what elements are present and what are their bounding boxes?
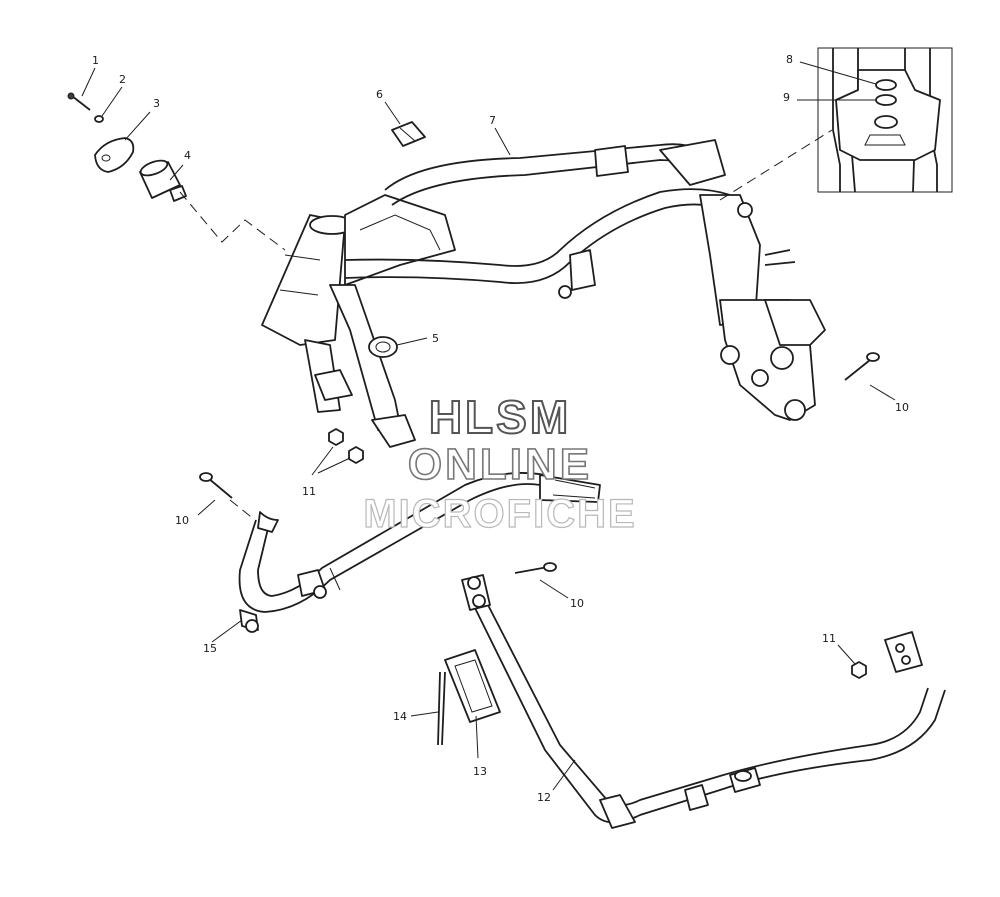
watermark-line-2: ONLINE — [407, 439, 593, 490]
callout-1: 1 — [92, 54, 99, 67]
callout-2: 2 — [119, 73, 126, 86]
callout-10-downtube: 10 — [175, 514, 189, 527]
watermark-line-1: HLSM — [428, 390, 572, 444]
callout-11-frame: 11 — [302, 485, 316, 498]
main-frame — [261, 139, 826, 448]
reference-lines — [179, 129, 833, 521]
lower-rail — [461, 574, 946, 829]
callout-6: 6 — [376, 88, 383, 101]
callout-11-rail: 11 — [822, 632, 836, 645]
watermark-line-3: MICROFICHE — [363, 491, 637, 536]
loose-parts — [67, 92, 426, 202]
label-plate — [437, 649, 501, 746]
callout-9: 9 — [783, 91, 790, 104]
inset-detail — [817, 47, 953, 193]
callout-4: 4 — [184, 149, 191, 162]
nut-group — [328, 428, 867, 679]
bolt-group — [199, 352, 880, 574]
callout-12: 12 — [537, 791, 551, 804]
leader-lines — [81, 61, 896, 791]
callout-13: 13 — [473, 765, 487, 778]
callout-3: 3 — [153, 97, 160, 110]
callout-5: 5 — [432, 332, 439, 345]
callout-10-frame: 10 — [895, 401, 909, 414]
callout-7: 7 — [489, 114, 496, 127]
front-downtube — [238, 472, 601, 633]
callout-8: 8 — [786, 53, 793, 66]
callout-10-rail: 10 — [570, 597, 584, 610]
callout-15: 15 — [203, 642, 217, 655]
callout-14: 14 — [393, 710, 407, 723]
